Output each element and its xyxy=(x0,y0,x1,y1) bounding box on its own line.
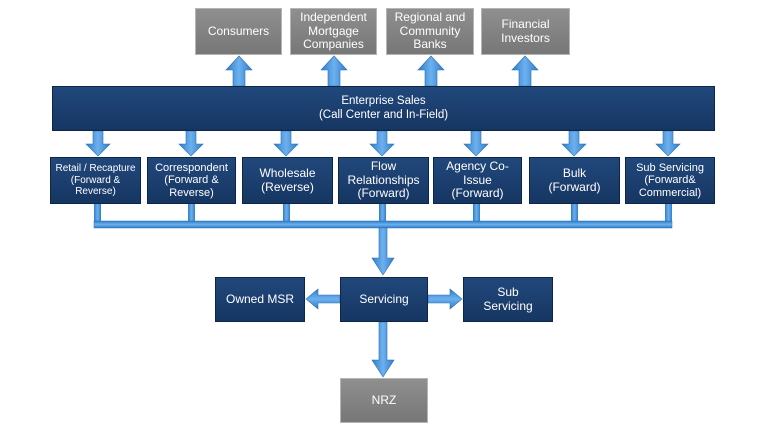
sub-servicing-box: Sub Servicing xyxy=(463,277,553,322)
arrow-left-owned-msr xyxy=(305,288,341,310)
arrow-down-bulk xyxy=(561,130,587,157)
independent-mortgage-box: Independent Mortgage Companies xyxy=(290,8,377,55)
financial-investors-box: Financial Investors xyxy=(481,8,570,55)
arrow-down-nrz xyxy=(371,321,395,378)
stub-flow xyxy=(379,204,386,228)
nrz-box: NRZ xyxy=(340,378,428,423)
arrow-up-financial xyxy=(511,55,539,87)
arrow-down-wholesale xyxy=(273,130,299,157)
retail-recapture-box: Retail / Recapture (Forward & Reverse) xyxy=(50,157,141,204)
arrow-up-regional xyxy=(417,55,445,87)
stub-retail xyxy=(94,204,101,228)
bulk-box: Bulk (Forward) xyxy=(529,157,620,204)
stub-sub-servicing xyxy=(665,204,672,228)
arrow-down-correspondent xyxy=(178,130,204,157)
stub-agency xyxy=(473,204,480,228)
wholesale-box: Wholesale (Reverse) xyxy=(242,157,333,204)
collector-bar xyxy=(93,220,673,229)
arrow-up-independent xyxy=(320,55,348,87)
arrow-down-retail xyxy=(85,130,111,157)
consumers-box: Consumers xyxy=(195,8,282,55)
arrow-down-agency xyxy=(463,130,489,157)
arrow-right-sub-servicing xyxy=(427,288,463,310)
arrow-down-servicing xyxy=(371,227,395,276)
agency-co-issue-box: Agency Co- Issue (Forward) xyxy=(433,157,522,204)
servicing-box: Servicing xyxy=(340,277,428,322)
arrow-up-consumers xyxy=(225,55,253,87)
stub-wholesale xyxy=(283,204,290,228)
sub-servicing-channel-box: Sub Servicing (Forward& Commercial) xyxy=(625,157,715,204)
stub-correspondent xyxy=(188,204,195,228)
arrow-down-sub-servicing xyxy=(655,130,681,157)
enterprise-sales-bar: Enterprise Sales (Call Center and In-Fie… xyxy=(52,86,715,131)
arrow-down-flow xyxy=(369,130,395,157)
correspondent-box: Correspondent (Forward & Reverse) xyxy=(147,157,236,204)
flow-relationships-box: Flow Relationships (Forward) xyxy=(338,157,429,204)
stub-bulk xyxy=(571,204,578,228)
regional-banks-box: Regional and Community Banks xyxy=(386,8,474,55)
owned-msr-box: Owned MSR xyxy=(215,277,305,322)
